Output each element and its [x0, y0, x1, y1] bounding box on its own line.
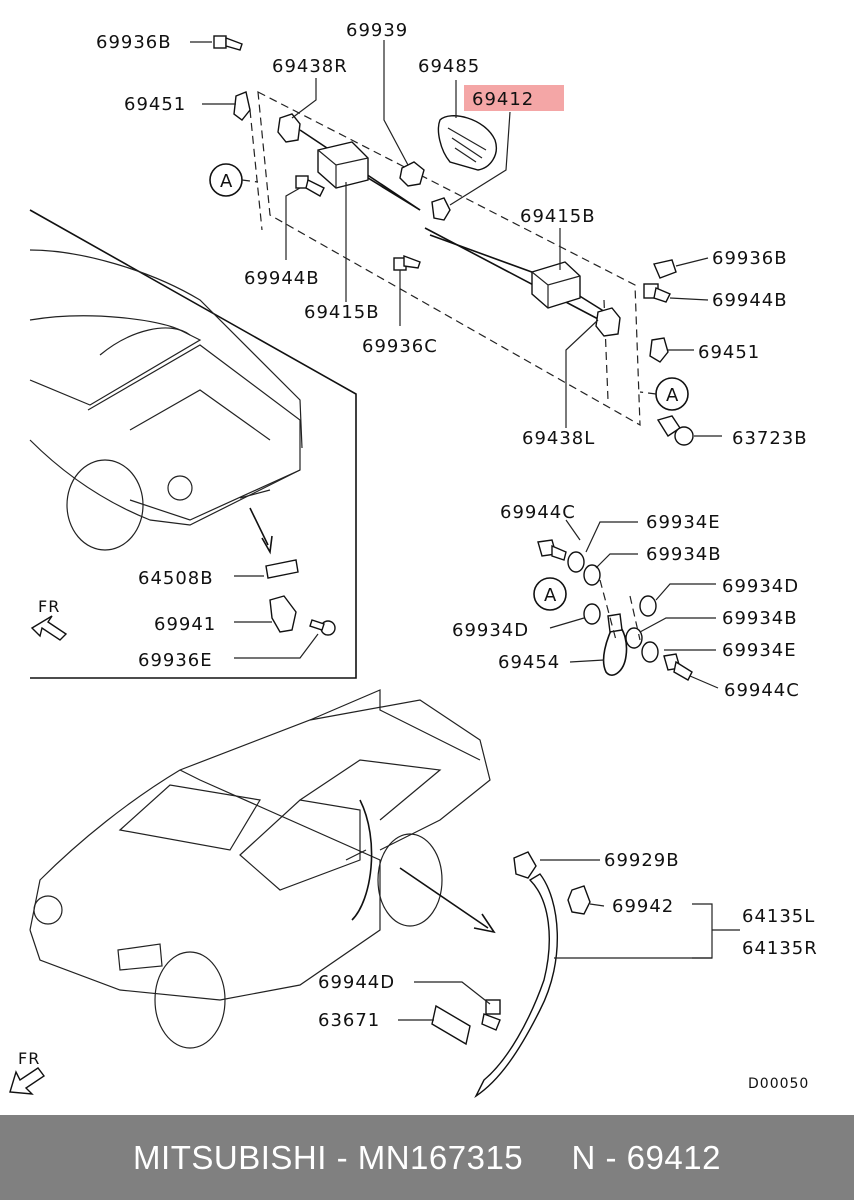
bolt-69944C-top	[537, 539, 567, 561]
fr-arrow-1	[30, 615, 68, 641]
clip-69929B	[513, 851, 537, 879]
clip-69451-right	[649, 337, 669, 363]
label-69934D-left: 69934D	[452, 620, 529, 641]
screw-69936E	[309, 619, 336, 636]
label-69934B-right: 69934B	[722, 608, 798, 629]
bulb-63723B	[656, 415, 694, 446]
bolt-69944D	[481, 999, 501, 1031]
label-A-2: A	[666, 385, 679, 406]
label-69415B-left: 69415B	[304, 302, 380, 323]
handle-69485	[437, 115, 497, 171]
label-69936C: 69936C	[362, 336, 438, 357]
clip-69451-left	[233, 91, 251, 121]
label-69438R: 69438R	[272, 56, 348, 77]
cable-box-left	[317, 141, 369, 189]
bolt-69944B-left	[295, 175, 325, 197]
label-63723B: 63723B	[732, 428, 808, 449]
leader-lines-top	[190, 40, 722, 437]
bracket-63671	[431, 1004, 471, 1046]
bracket-69438L	[595, 307, 621, 337]
bolt-69936B-top	[213, 35, 243, 51]
label-69944C-top: 69944C	[500, 502, 576, 523]
parts-diagram: 69936B 69939 69438R 69485 69412 69451 A …	[9, 20, 818, 1099]
label-64135R: 64135R	[742, 938, 818, 959]
label-69934B-top: 69934B	[646, 544, 722, 565]
label-69934E-top: 69934E	[646, 512, 721, 533]
label-69934D-right: 69934D	[722, 576, 799, 597]
label-69936B-right: 69936B	[712, 248, 788, 269]
label-64508B: 64508B	[138, 568, 214, 589]
label-69451-top: 69451	[124, 94, 186, 115]
label-69412: 69412	[472, 89, 534, 110]
label-69415B-right: 69415B	[520, 206, 596, 227]
rod-end-69412	[431, 197, 451, 221]
clip-69941	[269, 595, 297, 633]
tailgate-assembly	[209, 35, 694, 446]
label-69941: 69941	[154, 614, 216, 635]
fender-strip-64135	[9, 851, 740, 1099]
label-69936B-top: 69936B	[96, 32, 172, 53]
highlight-box	[464, 85, 564, 111]
label-FR-2: FR	[18, 1049, 40, 1068]
label-69944B-right: 69944B	[712, 290, 788, 311]
label-64508B	[265, 559, 299, 579]
footer-text: MITSUBISHI - MN167315 N - 69412	[133, 1138, 721, 1176]
label-69936E: 69936E	[138, 650, 213, 671]
label-63671: 63671	[318, 1010, 380, 1031]
label-69944D: 69944D	[318, 972, 395, 993]
bracket-69438R	[277, 113, 301, 143]
label-A-3: A	[544, 585, 557, 606]
bolt-69936C	[393, 254, 421, 271]
clip-69942	[567, 885, 591, 915]
label-69944B-left: 69944B	[244, 268, 320, 289]
label-69929B: 69929B	[604, 850, 680, 871]
label-69944C-bottom: 69944C	[724, 680, 800, 701]
cable-box-right	[531, 261, 581, 309]
label-D00050: D00050	[748, 1076, 809, 1092]
label-A-1: A	[220, 171, 233, 192]
label-69942: 69942	[612, 896, 674, 917]
label-69939: 69939	[346, 20, 408, 41]
label-69451-right: 69451	[698, 342, 760, 363]
label-FR-1: FR	[38, 597, 60, 616]
clip-69939	[399, 161, 425, 187]
part-labels: 69936B 69939 69438R 69485 69412 69451 A …	[18, 20, 818, 1092]
label-69485: 69485	[418, 56, 480, 77]
label-69454: 69454	[498, 652, 560, 673]
fr-arrow-2	[9, 1067, 46, 1095]
inset-panel	[29, 209, 357, 679]
hinge-assembly	[533, 519, 719, 689]
cable-69454	[602, 623, 628, 676]
bolt-69944B-right	[643, 283, 671, 303]
label-69438L: 69438L	[522, 428, 595, 449]
label-69934E-right: 69934E	[722, 640, 797, 661]
label-64135L: 64135L	[742, 906, 815, 927]
truck-sketch	[29, 689, 496, 1049]
bolt-69936B-right	[653, 259, 677, 279]
footer-bar: MITSUBISHI - MN167315 N - 69412	[0, 1115, 854, 1200]
bolt-69944C-bottom	[663, 653, 693, 681]
